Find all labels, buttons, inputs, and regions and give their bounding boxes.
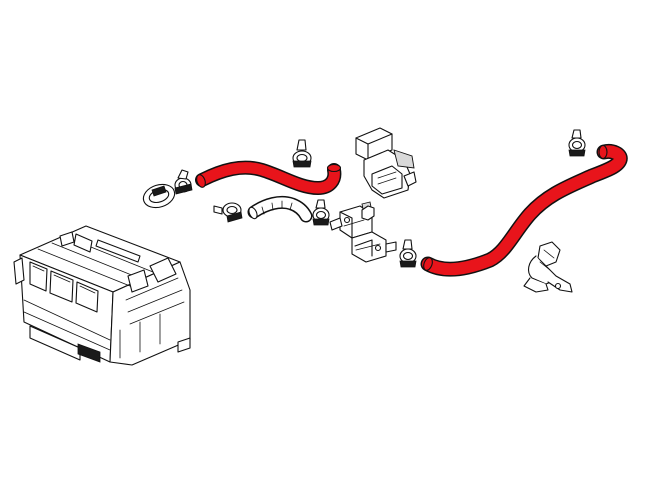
hose-clamp-seal: [142, 183, 176, 209]
valve-cover: [355, 127, 417, 199]
hose-clamp: [174, 169, 193, 195]
hose-clamp: [399, 239, 417, 268]
hose-clamp: [292, 139, 312, 168]
hose-clamp: [568, 129, 586, 157]
inlet-heater-hose: [195, 160, 342, 195]
hose-bracket: [523, 241, 573, 293]
valve-nut: [361, 205, 375, 221]
outlet-heater-hose: [420, 144, 628, 277]
small-hose: [247, 195, 313, 223]
heater-unit: [13, 225, 191, 366]
hose-clamp: [213, 202, 243, 223]
hose-clamp: [312, 199, 330, 226]
